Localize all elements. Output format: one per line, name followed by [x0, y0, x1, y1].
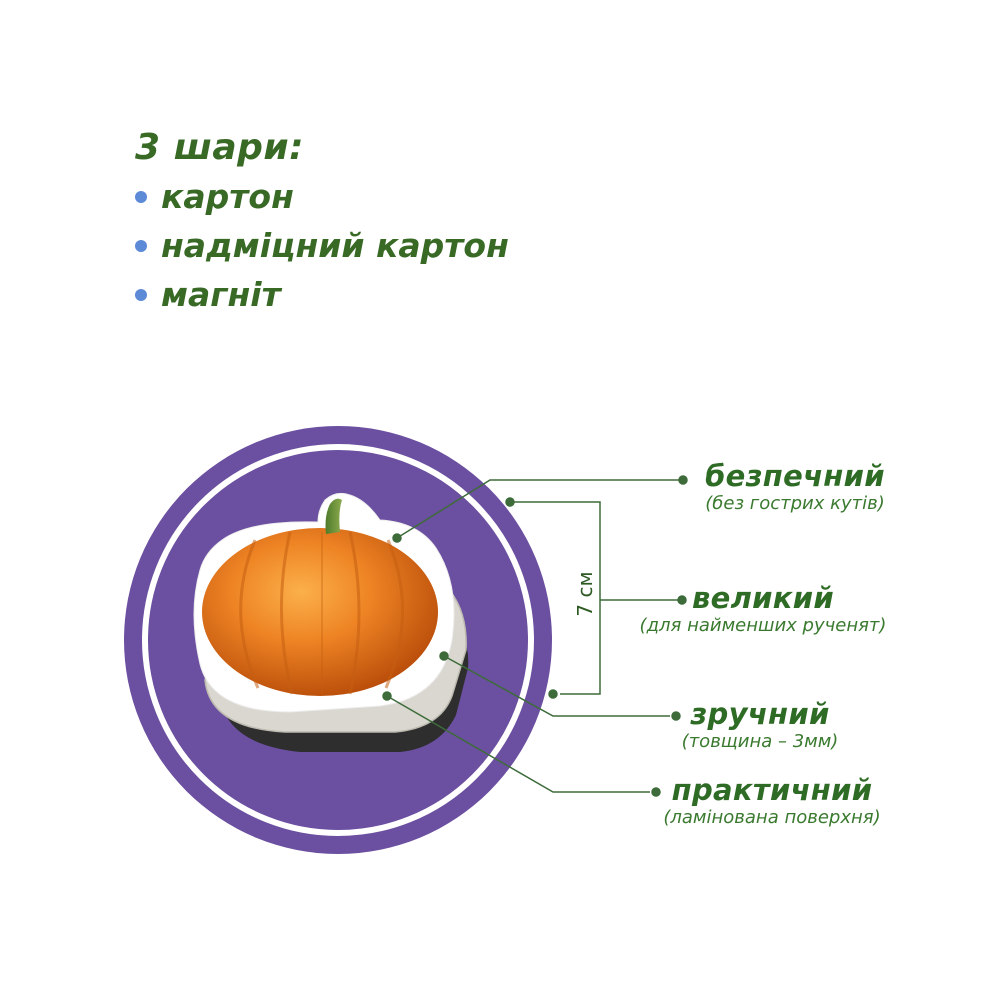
size-label: 7 см	[573, 571, 597, 617]
feature-title: зручний	[690, 697, 830, 731]
feature-convenient: зручний (товщина – 3мм)	[660, 698, 860, 754]
circle-ring	[142, 444, 534, 836]
layer-item-strong-cardboard: надміцний картон	[135, 227, 509, 265]
bullet-icon	[135, 191, 147, 203]
layers-title: 3 шари:	[135, 127, 304, 168]
callout-lines	[382, 475, 688, 797]
feature-subtitle: (товщина – 3мм)	[681, 731, 839, 752]
feature-safe: безпечний (без гострих кутів)	[690, 460, 900, 516]
feature-large: великий (для найменших рученят)	[632, 582, 894, 638]
bullet-icon	[135, 240, 147, 252]
pumpkin-icon	[202, 498, 438, 696]
layers-list: 3 шари: картон надміцний картон магніт	[135, 128, 509, 325]
layer-item-cardboard: картон	[135, 178, 509, 216]
feature-subtitle: (ламінована поверхня)	[663, 807, 881, 828]
feature-practical: практичний (ламінована поверхня)	[652, 774, 892, 830]
feature-title: практичний	[671, 773, 873, 807]
feature-subtitle: (без гострих кутів)	[705, 493, 885, 514]
bullet-icon	[135, 289, 147, 301]
feature-title: великий	[691, 581, 834, 615]
feature-subtitle: (для найменших рученят)	[639, 615, 887, 636]
layer-label: картон	[161, 177, 294, 216]
feature-title: безпечний	[705, 459, 885, 493]
layer-item-magnet: магніт	[135, 276, 509, 314]
layer-label: надміцний картон	[161, 226, 509, 265]
layer-label: магніт	[161, 275, 281, 314]
